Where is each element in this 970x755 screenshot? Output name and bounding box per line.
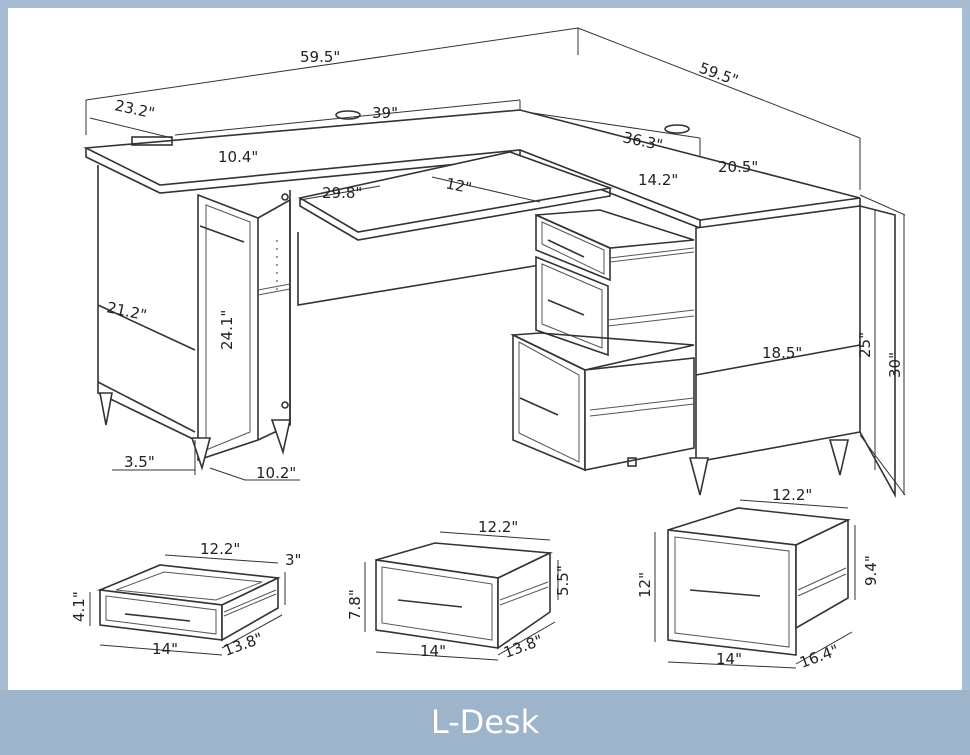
drawer-3-top-width: 12.2" bbox=[772, 486, 812, 504]
label-cabinet-depth: 10.2" bbox=[256, 464, 296, 482]
drawer-3-diagram: 12.2" 9.4" 12" 14" 16.4" bbox=[636, 486, 880, 672]
left-cabinet bbox=[97, 165, 291, 471]
drawer-3-side-depth: 16.4" bbox=[797, 641, 841, 672]
label-knee-depth: 18.5" bbox=[762, 344, 802, 362]
drawer-2-height: 7.8" bbox=[346, 589, 364, 620]
label-top-right-length: 59.5" bbox=[697, 59, 741, 90]
desk-drawers bbox=[509, 209, 695, 472]
label-keyboard-tray-width: 29.8" bbox=[322, 184, 362, 202]
drawer-3-depth-label: 9.4" bbox=[862, 555, 880, 586]
right-pedestal bbox=[688, 194, 906, 499]
label-right-depth: 20.5" bbox=[718, 158, 758, 176]
drawer-1-height: 4.1" bbox=[70, 591, 88, 622]
label-knee-height: 25" bbox=[856, 332, 874, 358]
diagram-panel: 59.5" 59.5" 23.2" 39" 36.3" 20.5" 10.4" … bbox=[8, 8, 962, 690]
label-drawer-opening-width: 14.2" bbox=[638, 171, 678, 189]
drawer-2-depth-label: 5.5" bbox=[554, 565, 572, 596]
drawer-1-diagram: 12.2" 3" 4.1" 14" 13.8" bbox=[70, 540, 301, 660]
desk-diagram: 59.5" 59.5" 23.2" 39" 36.3" 20.5" 10.4" … bbox=[70, 27, 906, 672]
label-leg-height: 3.5" bbox=[124, 453, 155, 471]
title-banner: L-Desk bbox=[0, 690, 970, 755]
drawer-2-diagram: 12.2" 5.5" 7.8" 14" 13.8" bbox=[346, 518, 572, 662]
banner-title: L-Desk bbox=[430, 703, 540, 741]
drawer-1-front-width: 14" bbox=[152, 640, 178, 658]
label-left-depth: 23.2" bbox=[113, 96, 156, 122]
keyboard-tray bbox=[297, 151, 614, 306]
label-inner-width: 39" bbox=[372, 104, 398, 122]
drawer-1-depth-label: 3" bbox=[285, 551, 301, 569]
label-door-height: 24.1" bbox=[218, 310, 236, 350]
drawer-2-front-width: 14" bbox=[420, 642, 446, 660]
label-keyboard-tray-depth: 12" bbox=[444, 174, 473, 197]
desk-top bbox=[83, 109, 861, 229]
label-side-depth: 21.2" bbox=[105, 298, 148, 324]
label-cabinet-width: 10.4" bbox=[218, 148, 258, 166]
drawer-1-top-width: 12.2" bbox=[200, 540, 240, 558]
drawer-3-height: 12" bbox=[636, 572, 654, 598]
label-total-height: 30" bbox=[886, 352, 904, 378]
drawer-2-top-width: 12.2" bbox=[478, 518, 518, 536]
label-top-left-length: 59.5" bbox=[300, 48, 340, 66]
drawer-3-front-width: 14" bbox=[716, 650, 742, 668]
